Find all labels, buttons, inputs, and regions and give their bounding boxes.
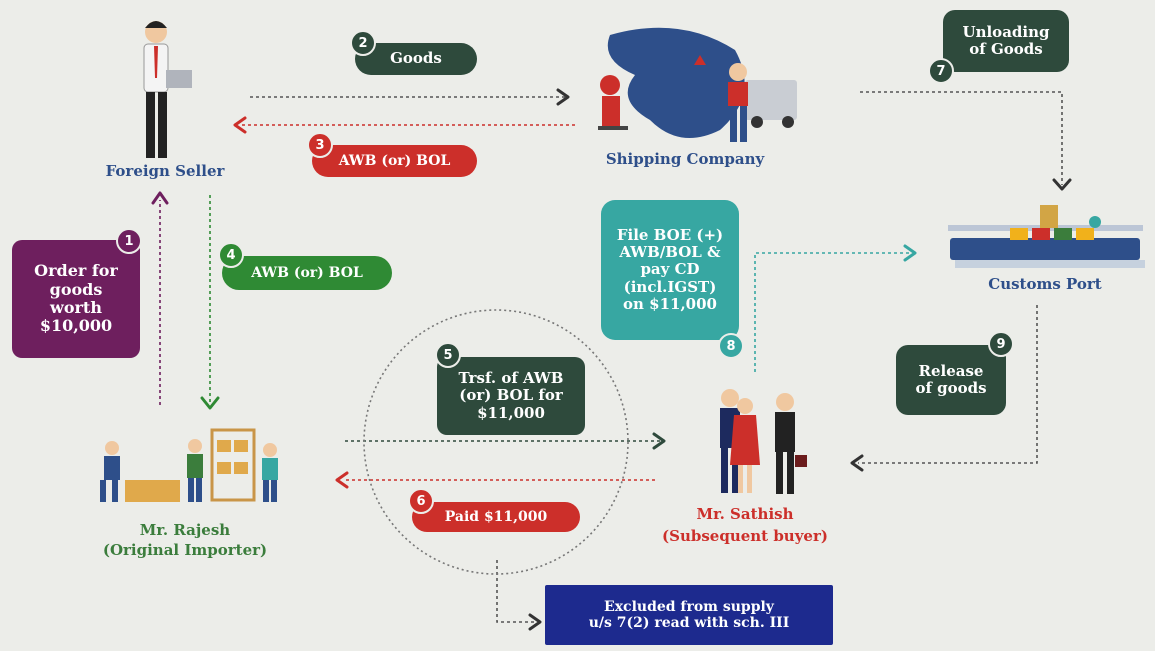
step-4-number: 4	[218, 242, 244, 268]
step-2-number: 2	[350, 30, 376, 56]
rajesh-role-label: (Original Importer)	[102, 541, 268, 559]
step-7-unloading-box: Unloading of Goods	[943, 10, 1069, 72]
sathish-name-label: Mr. Sathish	[696, 505, 794, 523]
step-1-number: 1	[116, 228, 142, 254]
file-boe-arrowhead	[903, 244, 917, 262]
release-arrowhead	[850, 454, 864, 472]
foreign-seller-label: Foreign Seller	[105, 162, 225, 180]
transfer-arrowhead	[652, 432, 666, 450]
shipping-company-label: Shipping Company	[605, 150, 765, 168]
step-8-number: 8	[718, 333, 744, 359]
unloading-line	[860, 91, 1063, 185]
step-1-order-box: Order for goods worth $10,000	[12, 240, 140, 358]
step-5-number: 5	[435, 342, 461, 368]
step-6-paid-box: Paid $11,000	[412, 502, 580, 532]
sathish-figure	[720, 389, 807, 494]
step-6-number: 6	[408, 488, 434, 514]
step-5-transfer-box: Trsf. of AWB (or) BOL for $11,000	[437, 357, 585, 435]
step-2-goods-box: Goods	[355, 43, 477, 75]
note-arrowhead	[528, 613, 542, 631]
step-4-awb-box: AWB (or) BOL	[222, 256, 392, 290]
step-3-number: 3	[307, 132, 333, 158]
note-line	[496, 560, 535, 623]
awb-forward-arrowhead	[200, 396, 220, 410]
step-9-number: 9	[988, 331, 1014, 357]
release-line	[858, 305, 1038, 464]
goods-arrowhead	[556, 88, 570, 106]
rajesh-figure	[100, 428, 278, 502]
step-7-number: 7	[928, 58, 954, 84]
awb-return-arrowhead	[233, 116, 247, 134]
step-9-release-box: Release of goods	[896, 345, 1006, 415]
customs-port-figure	[948, 205, 1145, 268]
paid-arrowhead	[335, 471, 349, 489]
step-8-file-boe-box: File BOE (+) AWB/BOL & pay CD (incl.IGST…	[601, 200, 739, 340]
excluded-supply-note: Excluded from supply u/s 7(2) read with …	[545, 585, 833, 645]
unloading-arrowhead	[1052, 178, 1072, 191]
sathish-role-label: (Subsequent buyer)	[662, 527, 828, 545]
rajesh-name-label: Mr. Rajesh	[139, 521, 231, 539]
foreign-seller-figure	[143, 21, 192, 158]
customs-port-label: Customs Port	[988, 275, 1102, 293]
step-3-awb-box: AWB (or) BOL	[312, 145, 477, 177]
shipping-company-figure	[598, 27, 797, 142]
file-boe-line	[754, 252, 910, 372]
transaction-circle	[363, 309, 629, 575]
order-arrowhead	[151, 191, 169, 205]
